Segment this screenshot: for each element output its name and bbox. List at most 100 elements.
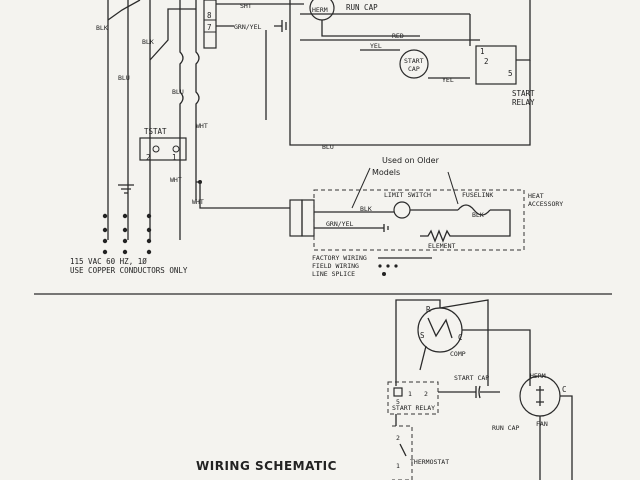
tstat-terminal-2: [152, 145, 160, 153]
supply-label-1: 115 VAC 60 HZ, 1Ø: [70, 257, 147, 266]
run-cap-text: RUN CAP: [492, 424, 519, 432]
ground-symbol: [274, 20, 287, 32]
tstat-label: TSTAT: [144, 127, 167, 136]
wiring-schematic: R S C COMP 5 1 2 START RELAY START CAP H…: [196, 299, 573, 480]
heating-element: [420, 229, 490, 243]
yel-label-2: YEL: [442, 76, 454, 84]
legend-factory: FACTORY WIRING: [312, 254, 367, 262]
comp-c-label: C: [458, 333, 463, 342]
legend-splice: LINE SPLICE: [312, 270, 355, 278]
comp-label: COMP: [450, 350, 466, 358]
schematic-r-wire: [439, 299, 489, 386]
relay-right-wire: [516, 0, 531, 61]
terminal-8-label: 8: [207, 11, 212, 20]
thermostat-switch: [399, 443, 407, 457]
herm-label-bottom: HERM: [530, 372, 546, 380]
start-capacitor: [399, 49, 429, 79]
schematic-left-wire: [395, 299, 441, 386]
comp-r-label: R: [426, 305, 431, 314]
relay-terminal-1: 1: [480, 47, 485, 56]
start-relay-label-2: RELAY: [512, 98, 535, 107]
callout-arrow-1: [351, 167, 371, 209]
comp-s-label: S: [420, 331, 425, 340]
legend-dot-1: [378, 264, 382, 268]
wht-label-1: WHT: [196, 122, 208, 130]
legend-dot-3: [394, 264, 398, 268]
tstat-1-label: 1: [172, 153, 177, 162]
tstat-terminal-1: [172, 145, 180, 153]
blu-return-wire: [289, 0, 531, 146]
heat-ground: [383, 224, 389, 232]
thermostat-1-label: 1: [396, 462, 400, 470]
terminal-strip: [203, 0, 217, 49]
blu-left-label: BLU: [118, 74, 130, 82]
sht-label: SHT: [240, 2, 252, 10]
schematic-c-wire: [462, 329, 531, 386]
tstat-box: [139, 137, 187, 161]
heat-plug-left: [289, 199, 303, 237]
element-label: ELEMENT: [428, 242, 455, 250]
tstat-2-label: 2: [146, 153, 151, 162]
start-cap-label-2: CAP: [408, 65, 420, 73]
legend-dot-2: [386, 264, 390, 268]
blk-jog: [107, 0, 141, 21]
terminal-7-label: 7: [207, 23, 212, 32]
heat-label-2: ACCESSORY: [528, 200, 563, 208]
grn-yel-label: GRN/YEL: [234, 23, 261, 31]
herm-label: HERM: [312, 6, 328, 14]
schematic-title: WIRING SCHEMATIC: [196, 459, 337, 473]
relay-terminal-5: 5: [508, 69, 513, 78]
blk-mid-label: BLK: [142, 38, 154, 46]
thermostat-text: THERMOSTAT: [410, 458, 449, 466]
terminal-dividers: [204, 19, 216, 33]
callout-arrow-2: [447, 171, 459, 205]
fan-c-label: C: [562, 385, 567, 394]
start-cap-label-1: START: [404, 57, 424, 65]
start-capacitor-symbol: [438, 385, 500, 399]
heat-plug-right: [301, 199, 315, 237]
blk-left-label: BLK: [96, 24, 108, 32]
fuselink-label: FUSELINK: [462, 191, 493, 199]
run-cap-label: RUN CAP: [346, 3, 378, 12]
fuse-return: [490, 209, 511, 237]
wht-mid-wire: [195, 0, 200, 200]
thermostat-2-label: 2: [396, 434, 400, 442]
wht-to-heat: [199, 182, 290, 209]
run-cap-bottom: [536, 386, 544, 406]
limit-switch: [393, 201, 411, 219]
heat-label-1: HEAT: [528, 192, 544, 200]
limit-switch-label: LIMIT SWITCH: [384, 191, 431, 199]
start-relay-box: [475, 45, 517, 85]
legend-splice-dot: [382, 272, 386, 276]
heat-blk-label: BLK: [360, 205, 372, 213]
blu-mid-wire: [179, 0, 184, 240]
relay-coil: [393, 387, 403, 397]
wht-label-3: WHT: [192, 198, 204, 206]
start-relay-text: START RELAY: [392, 404, 435, 412]
yel-label-1: YEL: [370, 42, 382, 50]
relay-terminal-2: 2: [484, 57, 489, 66]
top-wiring-diagram: 8 7 SHT GRN/YEL HERM RUN CAP RED YEL STA…: [70, 0, 563, 278]
run-cap-wire: [321, 20, 420, 37]
relay-2-label: 2: [424, 390, 428, 398]
thermostat-outline: [392, 425, 413, 480]
supply-terminal-dots: [102, 213, 152, 255]
compressor-winding: [427, 317, 453, 339]
blu-bottom-label: BLU: [322, 143, 334, 151]
heat-grn-yel-label: GRN/YEL: [326, 220, 353, 228]
start-relay-label-1: START: [512, 89, 535, 98]
legend-field: FIELD WIRING: [312, 262, 359, 270]
red-label: RED: [392, 32, 404, 40]
fuse-blk-label: BLK: [472, 211, 484, 219]
fuselink-symbol: [457, 204, 491, 216]
used-on-older-label-1: Used on Older: [382, 156, 440, 165]
supply-label-2: USE COPPER CONDUCTORS ONLY: [70, 266, 188, 275]
start-relay-outline: [387, 381, 439, 415]
blu-mid-label: BLU: [172, 88, 184, 96]
ground-icon: [118, 184, 134, 194]
fan-label: FAN: [536, 420, 548, 428]
relay-5-label: 5: [396, 398, 400, 406]
schematic-s-wire: [419, 345, 427, 371]
